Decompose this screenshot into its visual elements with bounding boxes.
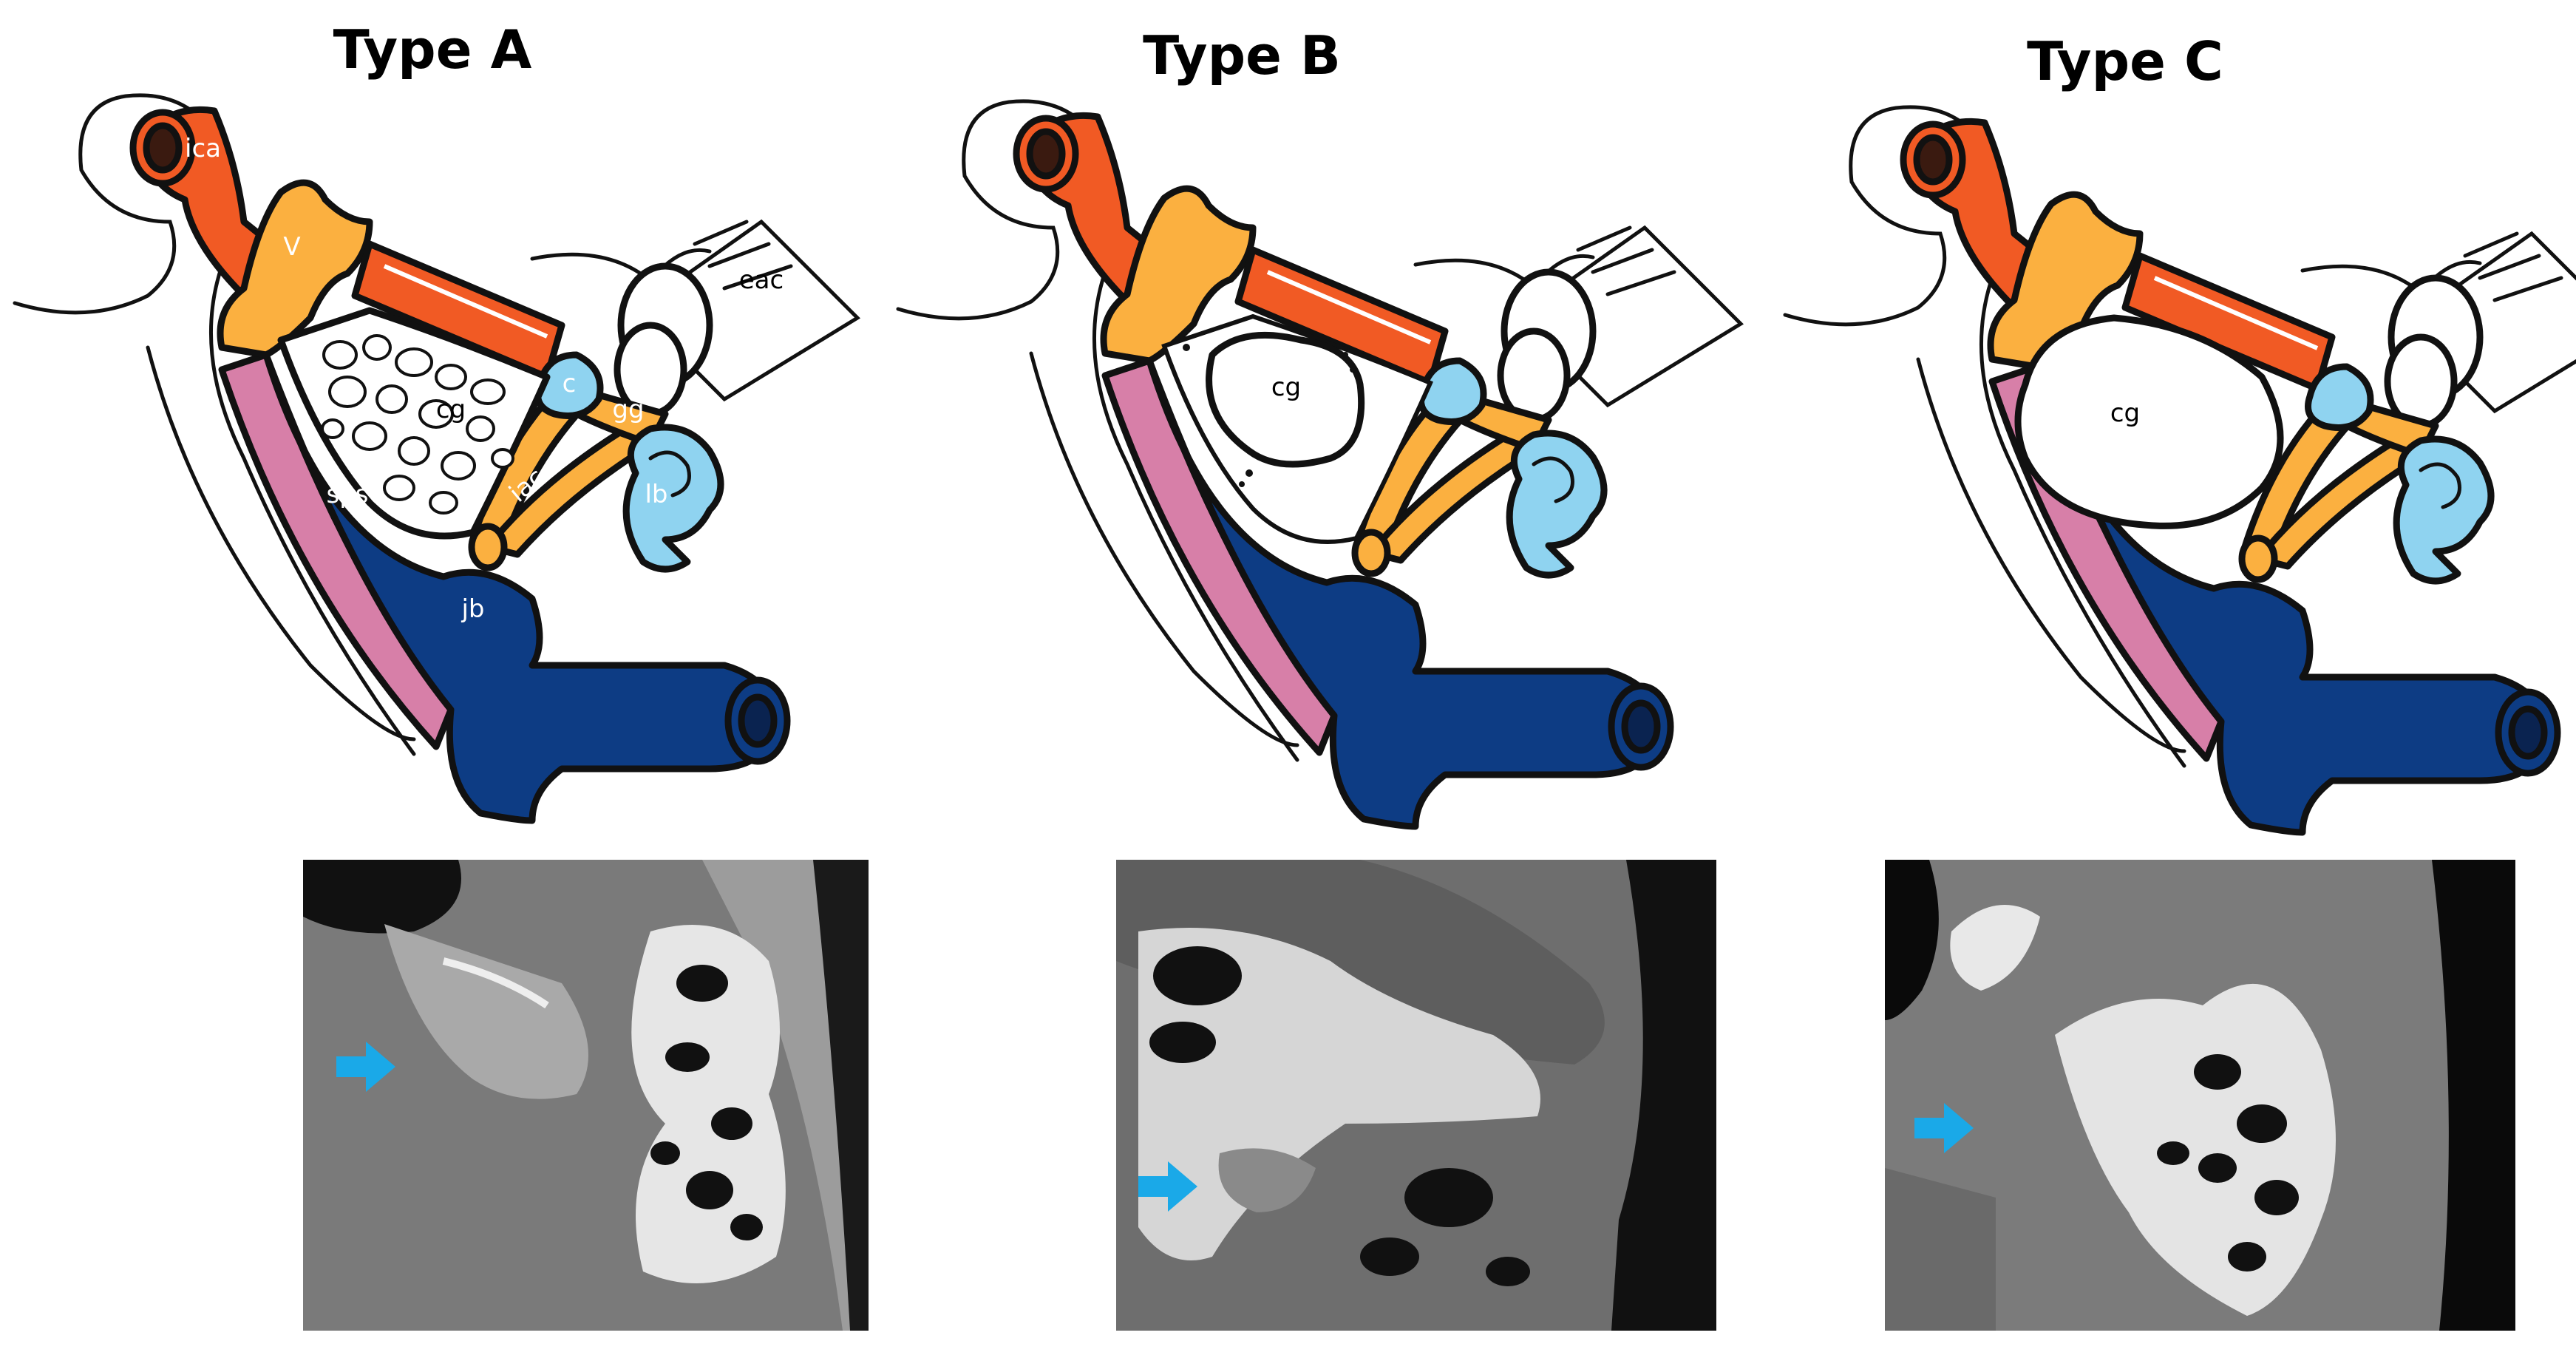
label-v: V	[283, 232, 300, 262]
ct-image-c	[1885, 860, 2515, 1331]
panel-title-c: Type C	[2027, 30, 2223, 92]
cg-specks-b	[1183, 344, 1356, 487]
panel-title-b: Type B	[1143, 24, 1341, 86]
label-cg: cg	[436, 395, 466, 424]
label-sps: sps	[326, 480, 368, 509]
label-cg-c: cg	[2110, 398, 2140, 428]
ct-image-a	[303, 860, 869, 1331]
cg-cells-a	[321, 334, 514, 515]
diagram-type-a: ica V eac c gg cg iac lb sps jb	[15, 95, 857, 821]
label-jb: jb	[461, 594, 484, 624]
label-cg-b: cg	[1271, 373, 1301, 402]
diagram-type-b: cg	[898, 101, 1741, 826]
label-c: c	[563, 369, 577, 398]
label-eac: eac	[739, 265, 784, 295]
label-ica: ica	[185, 134, 221, 163]
diagram-type-c: cg	[1785, 107, 2576, 832]
label-lb: lb	[645, 480, 667, 509]
ct-image-b	[1116, 860, 1716, 1331]
panel-title-a: Type A	[333, 18, 532, 81]
label-gg: gg	[612, 395, 644, 424]
cg-region-c	[2014, 314, 2284, 529]
cg-region-b	[1206, 331, 1365, 468]
